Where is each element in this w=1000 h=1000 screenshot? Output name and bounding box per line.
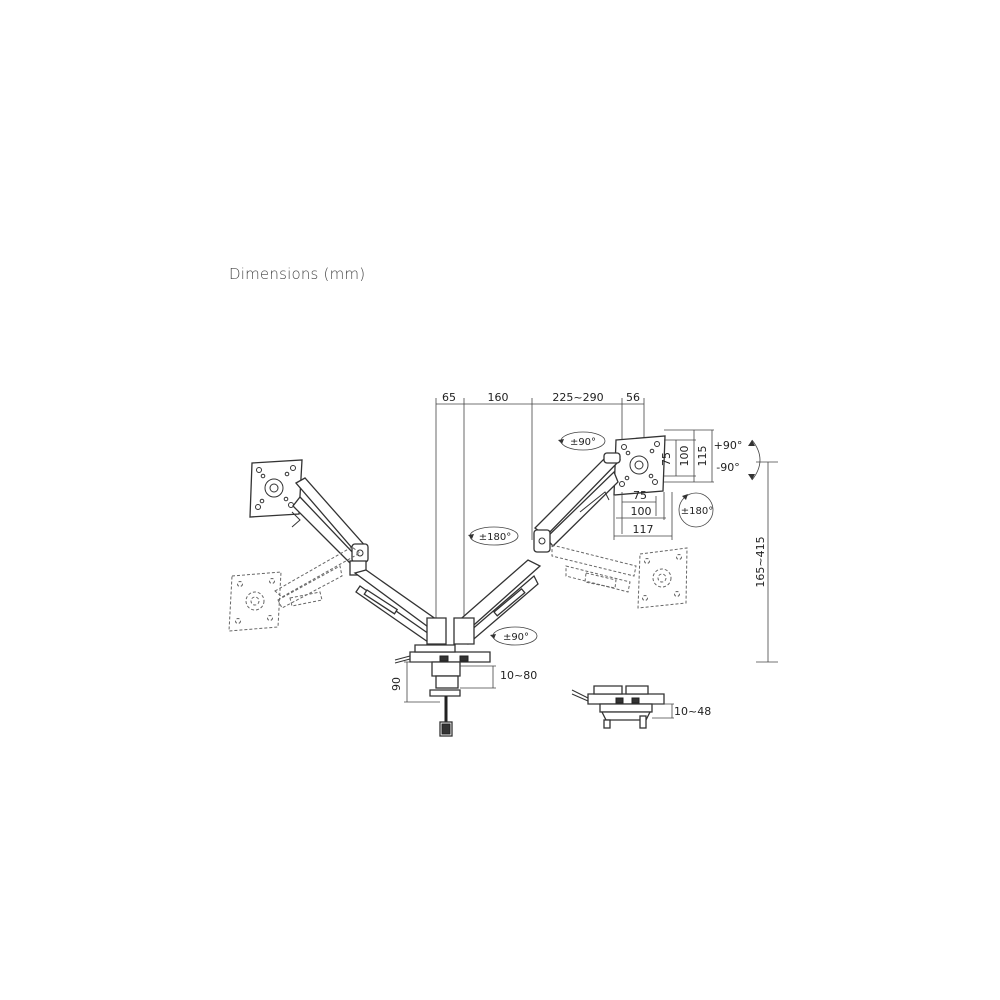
clamp-height-label: 90 — [390, 677, 403, 691]
right-ghost-monitor — [551, 544, 688, 609]
right-vesa-plate — [613, 435, 666, 496]
tilt-arc-icon — [748, 439, 761, 481]
right-upper-arm — [533, 452, 622, 553]
page-title: Dimensions (mm) — [229, 265, 366, 283]
dim-160-label: 160 — [488, 391, 509, 404]
vesa-75-horizontal-label: 75 — [633, 489, 647, 502]
rotation-swivel-base — [490, 626, 538, 646]
right-lower-arm — [453, 559, 542, 645]
top-dimension-lines — [435, 398, 645, 640]
left-ghost-monitor — [228, 546, 361, 632]
grommet-dimension-lines — [652, 703, 674, 719]
rotation-swivel-base-label: ±90° — [503, 632, 529, 643]
dim-56-label: 56 — [626, 391, 640, 404]
clamp-range-label: 10~80 — [500, 669, 537, 682]
rotation-swivel-top-label: ±90° — [570, 437, 596, 448]
grommet-range-label: 10~48 — [674, 705, 711, 718]
left-vesa-plate — [249, 459, 303, 518]
dim-range-label: 225~290 — [552, 391, 603, 404]
main-base-clamp — [394, 644, 491, 737]
tilt-plus-label: +90° — [714, 439, 743, 452]
rotation-right-plate — [678, 492, 714, 528]
height-range-label: 165~415 — [754, 536, 767, 587]
left-upper-arm — [291, 477, 369, 576]
left-lower-arm — [353, 569, 447, 645]
grommet-base — [571, 685, 665, 729]
dim-65-label: 65 — [442, 391, 456, 404]
vesa-115-vertical-label: 115 — [696, 446, 709, 467]
vesa-100-horizontal-label: 100 — [631, 505, 652, 518]
rotation-right-label: ±180° — [681, 506, 713, 517]
rotation-arm-label: ±180° — [479, 532, 511, 543]
vesa-117-horizontal-label: 117 — [633, 523, 654, 536]
rotation-arm — [468, 526, 519, 546]
vesa-dimension-lines — [613, 429, 714, 540]
clamp-dimension-lines — [404, 661, 496, 703]
vesa-75-vertical-label: 75 — [660, 452, 673, 466]
tilt-minus-label: -90° — [716, 461, 739, 474]
vesa-100-vertical-label: 100 — [678, 446, 691, 467]
rotation-swivel-top — [558, 431, 606, 451]
